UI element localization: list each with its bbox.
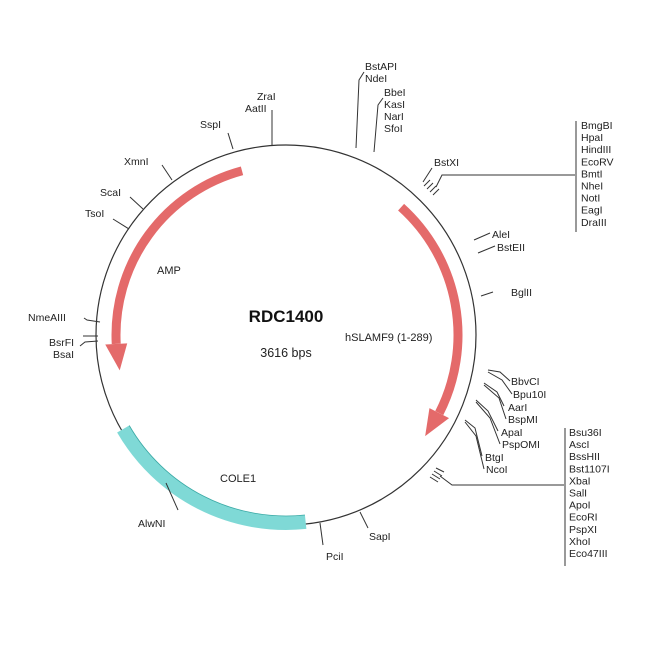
site-label[interactable]: XmnI	[124, 156, 149, 168]
site-label[interactable]: ZraI	[257, 91, 276, 103]
feature-arrow-hslamf9[interactable]	[398, 203, 463, 416]
site-label[interactable]: EcoRV	[581, 156, 614, 168]
site-label[interactable]: Bpu10I	[513, 389, 546, 401]
site-label[interactable]: ScaI	[100, 187, 121, 199]
site-group-lower-right: BbvCI Bpu10I AarI BspMI ApaI PspOMI BtgI…	[464, 369, 546, 476]
site-label[interactable]: BmgBI	[581, 120, 613, 132]
feature-region-cole1[interactable]	[117, 425, 307, 530]
site-label[interactable]: PciI	[326, 551, 344, 563]
site-label[interactable]: BglII	[511, 287, 532, 299]
site-label[interactable]: HpaI	[581, 132, 603, 144]
site-label[interactable]: EagI	[581, 205, 603, 217]
site-label[interactable]: BstXI	[434, 157, 459, 169]
site-label[interactable]: BmtI	[581, 168, 603, 180]
site-label[interactable]: BbeI	[384, 87, 406, 99]
feature-label-hslamf9: hSLAMF9 (1-289)	[345, 332, 432, 344]
site-label[interactable]: SfoI	[384, 123, 403, 135]
site-label[interactable]: Bsu36I	[569, 427, 602, 439]
site-label[interactable]: Eco47III	[569, 548, 608, 560]
site-label[interactable]: ApoI	[569, 500, 591, 512]
site-label[interactable]: SalI	[569, 488, 587, 500]
site-group-right: AleI BstEII BglII	[473, 229, 532, 299]
site-label[interactable]: HindIII	[581, 144, 611, 156]
feature-label-cole1: COLE1	[220, 473, 256, 485]
site-label[interactable]: KasI	[384, 99, 405, 111]
site-label[interactable]: AlwNI	[138, 518, 165, 530]
site-label[interactable]: BstEII	[497, 242, 525, 254]
site-label[interactable]: BspMI	[508, 414, 538, 426]
site-label[interactable]: DraIII	[581, 217, 607, 229]
site-label[interactable]: XhoI	[569, 536, 591, 548]
site-label[interactable]: PspXI	[569, 524, 597, 536]
site-label[interactable]: Bst1107I	[569, 463, 610, 475]
site-label[interactable]: NotI	[581, 193, 600, 205]
site-group-mcs1: BstXI BmgBIHpaIHindIIIEcoRVBmtINheINotIE…	[422, 120, 614, 232]
feature-arrow-amp[interactable]	[111, 166, 244, 345]
site-group-left: ZraI AatII SspI XmnI ScaI TsoI NmeAIII B…	[28, 91, 276, 361]
site-label[interactable]: BssHII	[569, 451, 600, 463]
plasmid-name: RDC1400	[249, 307, 324, 326]
feature-layer	[105, 166, 463, 530]
site-label[interactable]: NarI	[384, 111, 404, 123]
site-label[interactable]: SapI	[369, 531, 391, 543]
site-label[interactable]: AscI	[569, 439, 589, 451]
site-label[interactable]: SspI	[200, 119, 221, 131]
site-label[interactable]: NmeAIII	[28, 312, 66, 324]
site-label[interactable]: NcoI	[486, 464, 508, 476]
site-label[interactable]: XbaI	[569, 475, 591, 487]
feature-arrow-amp-head	[105, 343, 128, 371]
site-label[interactable]: BtgI	[485, 452, 504, 464]
site-label[interactable]: BbvCI	[511, 376, 540, 388]
site-label[interactable]: ApaI	[501, 427, 523, 439]
site-label[interactable]: NdeI	[365, 73, 387, 85]
site-label[interactable]: AarI	[508, 402, 527, 414]
site-label[interactable]: TsoI	[85, 208, 104, 220]
site-label[interactable]: AatII	[245, 103, 267, 115]
feature-region-cole1-edge	[128, 425, 305, 517]
site-label[interactable]: BsrFI	[49, 337, 74, 349]
site-label[interactable]: EcoRI	[569, 512, 598, 524]
site-label[interactable]: PspOMI	[502, 439, 540, 451]
site-group-bottom: SapI PciI AlwNI	[138, 482, 391, 563]
site-label[interactable]: BsaI	[53, 349, 74, 361]
site-label[interactable]: BstAPI	[365, 61, 397, 73]
site-group-top: BstAPI NdeI BbeI KasI NarI SfoI	[355, 61, 406, 153]
plasmid-size: 3616 bps	[260, 346, 311, 360]
feature-arrow-hslamf9-head	[425, 408, 450, 437]
feature-label-amp: AMP	[157, 265, 181, 277]
site-label[interactable]: NheI	[581, 181, 603, 193]
site-label[interactable]: AleI	[492, 229, 510, 241]
site-group-mcs2: Bsu36IAscIBssHIIBst1107IXbaISalIApoIEcoR…	[429, 427, 610, 566]
